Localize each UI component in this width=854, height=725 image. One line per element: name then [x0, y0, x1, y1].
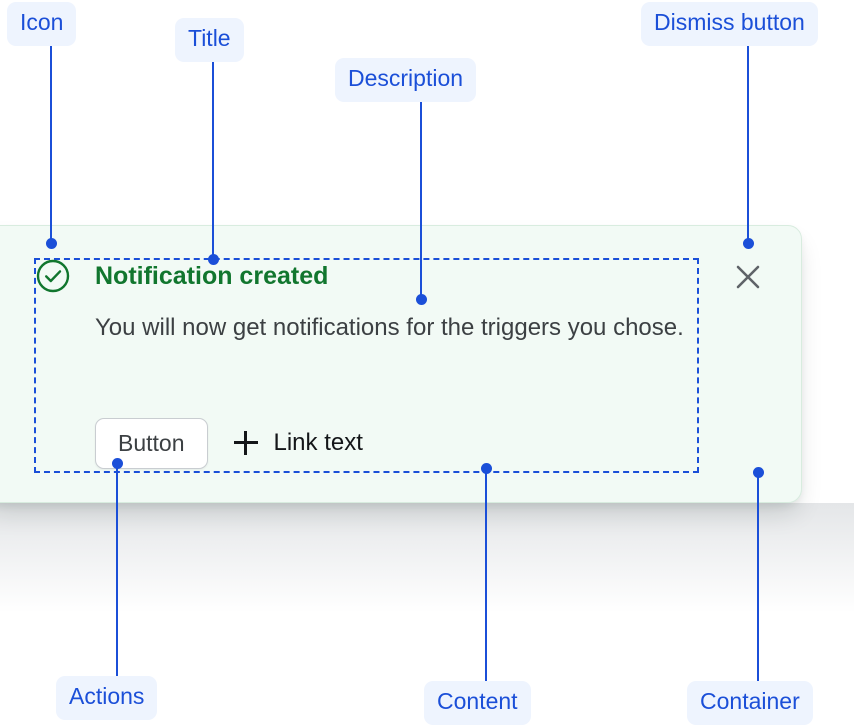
annotation-dot-dismiss: [742, 237, 754, 249]
annotation-label-content: Content: [424, 681, 531, 725]
annotation-dot-actions: [111, 457, 123, 469]
notification-actions: Button Link text: [95, 418, 363, 469]
annotation-line-description: [420, 98, 422, 299]
notification-description: You will now get notifications for the t…: [95, 314, 684, 341]
close-icon[interactable]: [733, 262, 763, 292]
check-circle-icon: [35, 258, 71, 294]
annotation-label-description: Description: [335, 58, 477, 102]
annotation-line-dismiss: [747, 42, 749, 243]
annotation-label-actions: Actions: [56, 676, 158, 720]
action-link[interactable]: Link text: [233, 429, 363, 457]
annotation-line-actions: [116, 468, 118, 676]
action-link-label: Link text: [273, 429, 363, 457]
annotation-label-icon: Icon: [7, 2, 77, 46]
annotation-dot-content: [480, 462, 492, 474]
annotation-dot-icon: [45, 237, 57, 249]
plus-icon: [233, 431, 258, 456]
annotation-line-icon: [50, 42, 52, 243]
annotation-label-container: Container: [687, 681, 813, 725]
notification-title: Notification created: [95, 262, 329, 290]
annotation-line-container: [757, 477, 759, 681]
annotation-dot-container: [752, 466, 764, 478]
annotation-line-content: [485, 473, 487, 681]
annotation-dot-title: [207, 253, 219, 265]
annotation-dot-description: [415, 293, 427, 305]
content-region-outline: [34, 258, 699, 473]
annotation-line-title: [212, 58, 214, 259]
annotation-label-title: Title: [175, 18, 244, 62]
page-shadow: [0, 503, 854, 613]
annotation-label-dismiss: Dismiss button: [641, 2, 818, 46]
